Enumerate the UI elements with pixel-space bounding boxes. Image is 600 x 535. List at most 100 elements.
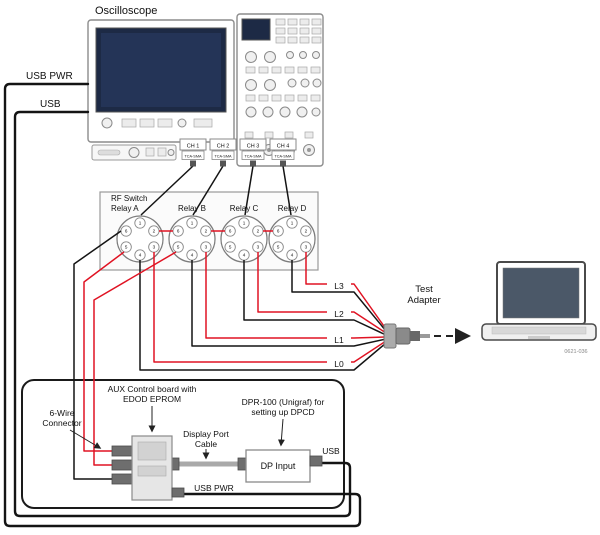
test-adapter-label-1: Test xyxy=(415,284,433,295)
tca-sma-label: TCA-SMA xyxy=(184,155,202,159)
relay-pin-number: 4 xyxy=(139,253,142,258)
relay-pin-number: 5 xyxy=(229,245,232,250)
relay-b-label: Relay B xyxy=(178,204,206,213)
laptop-screen xyxy=(502,267,580,319)
relay-pin-number: 6 xyxy=(229,229,232,234)
relay-pin-number: 2 xyxy=(257,229,260,234)
relay-pin-number: 6 xyxy=(277,229,280,234)
aux-red-wire-2 xyxy=(93,251,177,466)
channel-connector-1: CH 1 TCA-SMA xyxy=(179,138,207,167)
relay-pin-number: 3 xyxy=(305,245,308,250)
relay-pin xyxy=(272,241,284,253)
lane0-red-wire xyxy=(153,252,387,363)
relay-pin xyxy=(186,217,198,229)
relay-c: 1 2 3 4 5 6 xyxy=(220,215,268,263)
aux-control-board xyxy=(131,435,185,501)
usb-port-label: USB xyxy=(322,446,340,456)
aux-red-wire-1 xyxy=(83,251,125,452)
dp-cable-label-1: Display Port xyxy=(183,429,229,439)
relay-pin xyxy=(134,217,146,229)
lane-label-l0: L0 xyxy=(334,359,344,369)
usb-pwr-label: USB PWR xyxy=(26,71,73,82)
six-wire-connector xyxy=(111,445,133,485)
part-number: 0621-036 xyxy=(564,349,587,355)
ch4-wire xyxy=(282,165,292,216)
relay-pin-number: 3 xyxy=(257,245,260,250)
usb-pwr-port xyxy=(171,487,185,498)
signal-wires xyxy=(73,165,387,480)
channel-label: CH 4 xyxy=(277,144,290,150)
usb-pwr-port-label: USB PWR xyxy=(194,483,234,493)
relay-pin xyxy=(300,225,312,237)
test-adapter-label-2: Adapter xyxy=(407,295,440,306)
relay-pin-number: 4 xyxy=(291,253,294,258)
sma-stub xyxy=(220,160,226,167)
relay-a-label: Relay A xyxy=(111,204,139,213)
channel-label: CH 3 xyxy=(247,144,260,150)
relay-pin-number: 5 xyxy=(125,245,128,250)
lane1-black-wire xyxy=(191,260,387,347)
relay-pin-number: 2 xyxy=(305,229,308,234)
relay-pin-number: 1 xyxy=(191,221,194,226)
relay-pin-number: 5 xyxy=(277,245,280,250)
tca-sma-label: TCA-SMA xyxy=(244,155,262,159)
fixture-boundary-box xyxy=(21,379,345,509)
relay-pin-number: 1 xyxy=(291,221,294,226)
relay-pin-number: 6 xyxy=(177,229,180,234)
lane-label-l1: L1 xyxy=(334,335,344,345)
dpr100-label-2: setting up DPCD xyxy=(251,407,314,417)
relay-pin-number: 4 xyxy=(191,253,194,258)
lane-label-l2: L2 xyxy=(334,309,344,319)
aux-board-label-2: EDOD EPROM xyxy=(123,394,181,404)
channel-connector-2: CH 2 TCA-SMA xyxy=(209,138,237,167)
lane2-red-wire xyxy=(257,252,387,334)
laptop: 0621-036 xyxy=(481,261,597,355)
usb-label: USB xyxy=(40,99,61,110)
channel-connector-3: CH 3 TCA-SMA xyxy=(239,138,267,167)
relay-pin xyxy=(224,241,236,253)
relay-pin-number: 6 xyxy=(125,229,128,234)
lane3-black-wire xyxy=(291,260,387,332)
dpr100-box: DP Input xyxy=(245,449,323,483)
knob xyxy=(245,51,257,63)
relay-pin-number: 2 xyxy=(153,229,156,234)
channel-connectors: CH 1 TCA-SMA CH 2 TCA-SMA CH 3 TCA-SMA CH 4 TCA… xyxy=(179,138,297,167)
rf-switch-title: RF Switch xyxy=(111,194,147,203)
relay-pin xyxy=(172,241,184,253)
sma-stub xyxy=(190,160,196,167)
channel-label: CH 1 xyxy=(187,144,200,150)
sma-stub xyxy=(280,160,286,167)
relay-pin-number: 4 xyxy=(243,253,246,258)
lane2-black-wire xyxy=(243,260,387,336)
relay-c-label: Relay C xyxy=(230,204,259,213)
dpr100-label-1: DPR-100 (Unigraf) for xyxy=(242,397,325,407)
lane1-red-wire xyxy=(205,252,387,339)
tca-sma-label: TCA-SMA xyxy=(214,155,232,159)
oscilloscope-label: Oscilloscope xyxy=(95,5,157,17)
relay-d-label: Relay D xyxy=(278,204,307,213)
aux-black-wire xyxy=(73,230,122,480)
dp-cable-label-2: Cable xyxy=(195,439,217,449)
annotations: 6-Wire Connector AUX Control board with … xyxy=(42,384,340,493)
aux-board-label-1: AUX Control board with xyxy=(108,384,197,394)
tca-sma-label: TCA-SMA xyxy=(274,155,292,159)
channel-connector-4: CH 4 TCA-SMA xyxy=(269,138,297,167)
relay-pin-number: 3 xyxy=(205,245,208,250)
dp-input-label: DP Input xyxy=(261,461,296,471)
usb-port xyxy=(309,455,323,467)
relay-pin-number: 3 xyxy=(153,245,156,250)
relay-pin-number: 2 xyxy=(205,229,208,234)
six-wire-pointer xyxy=(69,429,102,449)
relay-pin xyxy=(238,217,250,229)
relay-pin-number: 1 xyxy=(243,221,246,226)
channel-label: CH 2 xyxy=(217,144,230,150)
ch2-wire xyxy=(192,165,224,216)
test-adapter: Test Adapter xyxy=(383,284,471,349)
ch1-wire xyxy=(140,165,194,216)
six-wire-label-2: Connector xyxy=(42,418,81,428)
usb-cable xyxy=(13,110,352,518)
